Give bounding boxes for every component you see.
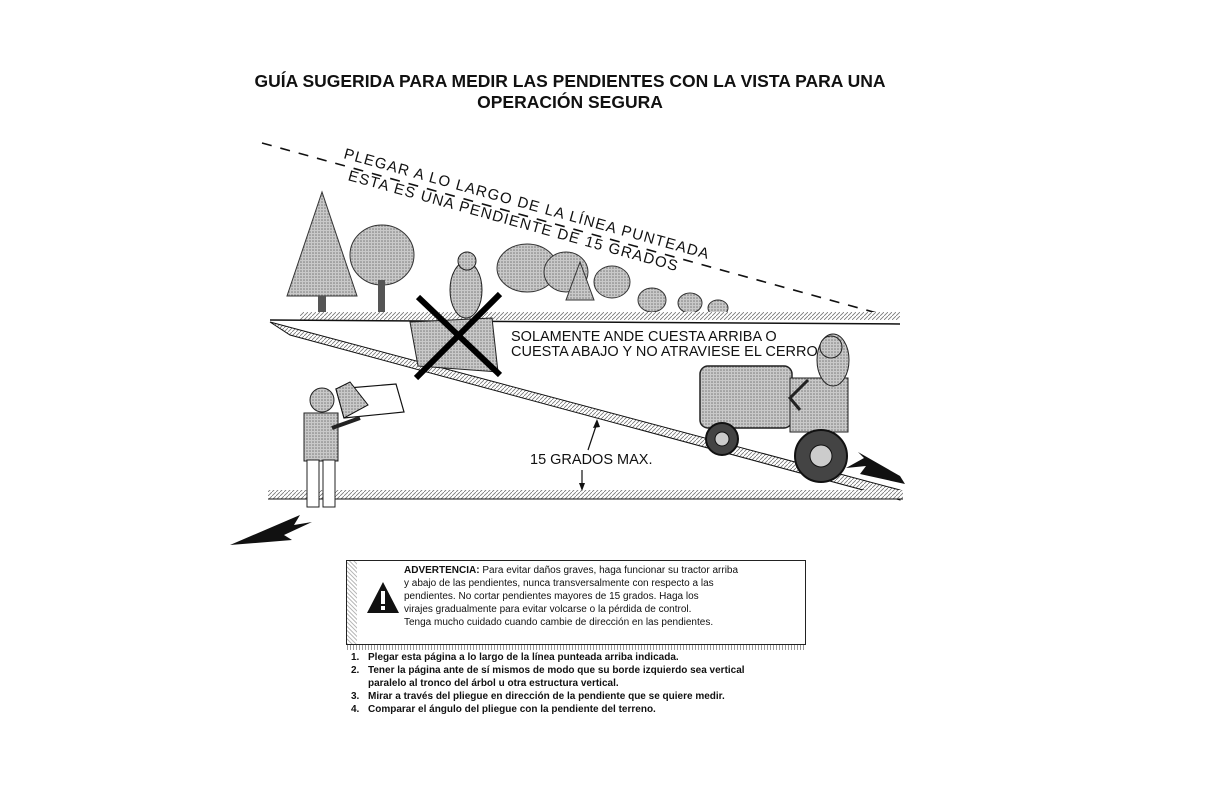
- warning-text: ADVERTENCIA: Para evitar daños graves, h…: [404, 564, 802, 629]
- flat-ground: [268, 490, 903, 499]
- step-item: 3. Mirar a través del pliegue en direcci…: [351, 690, 821, 703]
- warning-shade-bottom: [347, 645, 805, 650]
- tree: [349, 224, 415, 286]
- step-number: 1.: [351, 652, 360, 663]
- warning-line: Para evitar daños graves, haga funcionar…: [479, 565, 739, 576]
- horizon-ground: [300, 312, 900, 320]
- warning-triangle-icon: [367, 582, 399, 613]
- step-text: Plegar esta página a lo largo de la líne…: [368, 652, 679, 663]
- warning-box: ADVERTENCIA: Para evitar daños graves, h…: [346, 560, 806, 650]
- warning-line: Tenga mucho cuidado cuando cambie de dir…: [404, 617, 714, 628]
- page-title: GUÍA SUGERIDA PARA MEDIR LAS PENDIENTES …: [200, 71, 940, 113]
- instruction-steps: 1. Plegar esta página a lo largo de la l…: [351, 651, 821, 716]
- direction-arrow-icon: [230, 515, 312, 545]
- warning-lead: ADVERTENCIA:: [404, 565, 480, 576]
- tree: [677, 292, 703, 314]
- warning-line: virajes gradualmente para evitar volcars…: [404, 604, 692, 615]
- title-line-2: OPERACIÓN SEGURA: [477, 92, 663, 112]
- step-text: paralelo al tronco del árbol u otra estr…: [368, 678, 619, 689]
- pine-tree: [286, 190, 358, 297]
- title-line-1: GUÍA SUGERIDA PARA MEDIR LAS PENDIENTES …: [254, 71, 886, 91]
- safe-tractor: [699, 333, 850, 483]
- crossed-tractor: [409, 251, 503, 381]
- step-item: 2. Tener la página ante de sí mismos de …: [351, 664, 821, 690]
- step-number: 3.: [351, 691, 360, 702]
- step-text: Comparar el ángulo del pliegue con la pe…: [368, 704, 656, 715]
- observer-man: [303, 381, 405, 508]
- warning-line: y abajo de las pendientes, nunca transve…: [404, 578, 714, 589]
- tree: [593, 265, 631, 299]
- fold-dashed-line: [261, 142, 896, 319]
- step-number: 4.: [351, 704, 360, 715]
- direction-arrow-icon: [846, 452, 905, 484]
- step-text: Mirar a través del pliegue en dirección …: [368, 691, 725, 702]
- warning-shade: [347, 561, 357, 644]
- pine-tree: [565, 260, 595, 301]
- step-item: 1. Plegar esta página a lo largo de la l…: [351, 651, 821, 664]
- step-text: Tener la página ante de sí mismos de mod…: [368, 665, 745, 676]
- step-item: 4. Comparar el ángulo del pliegue con la…: [351, 703, 821, 716]
- max-angle-label: 15 GRADOS MAX.: [530, 452, 652, 468]
- step-number: 2.: [351, 665, 360, 676]
- instruction-line-2: CUESTA ABAJO Y NO ATRAVIESE EL CERRO: [511, 344, 818, 360]
- instruction-line-1: SOLAMENTE ANDE CUESTA ARRIBA O: [511, 329, 777, 345]
- tree: [637, 287, 667, 313]
- warning-line: pendientes. No cortar pendientes mayores…: [404, 591, 699, 602]
- tree-group: [286, 190, 729, 317]
